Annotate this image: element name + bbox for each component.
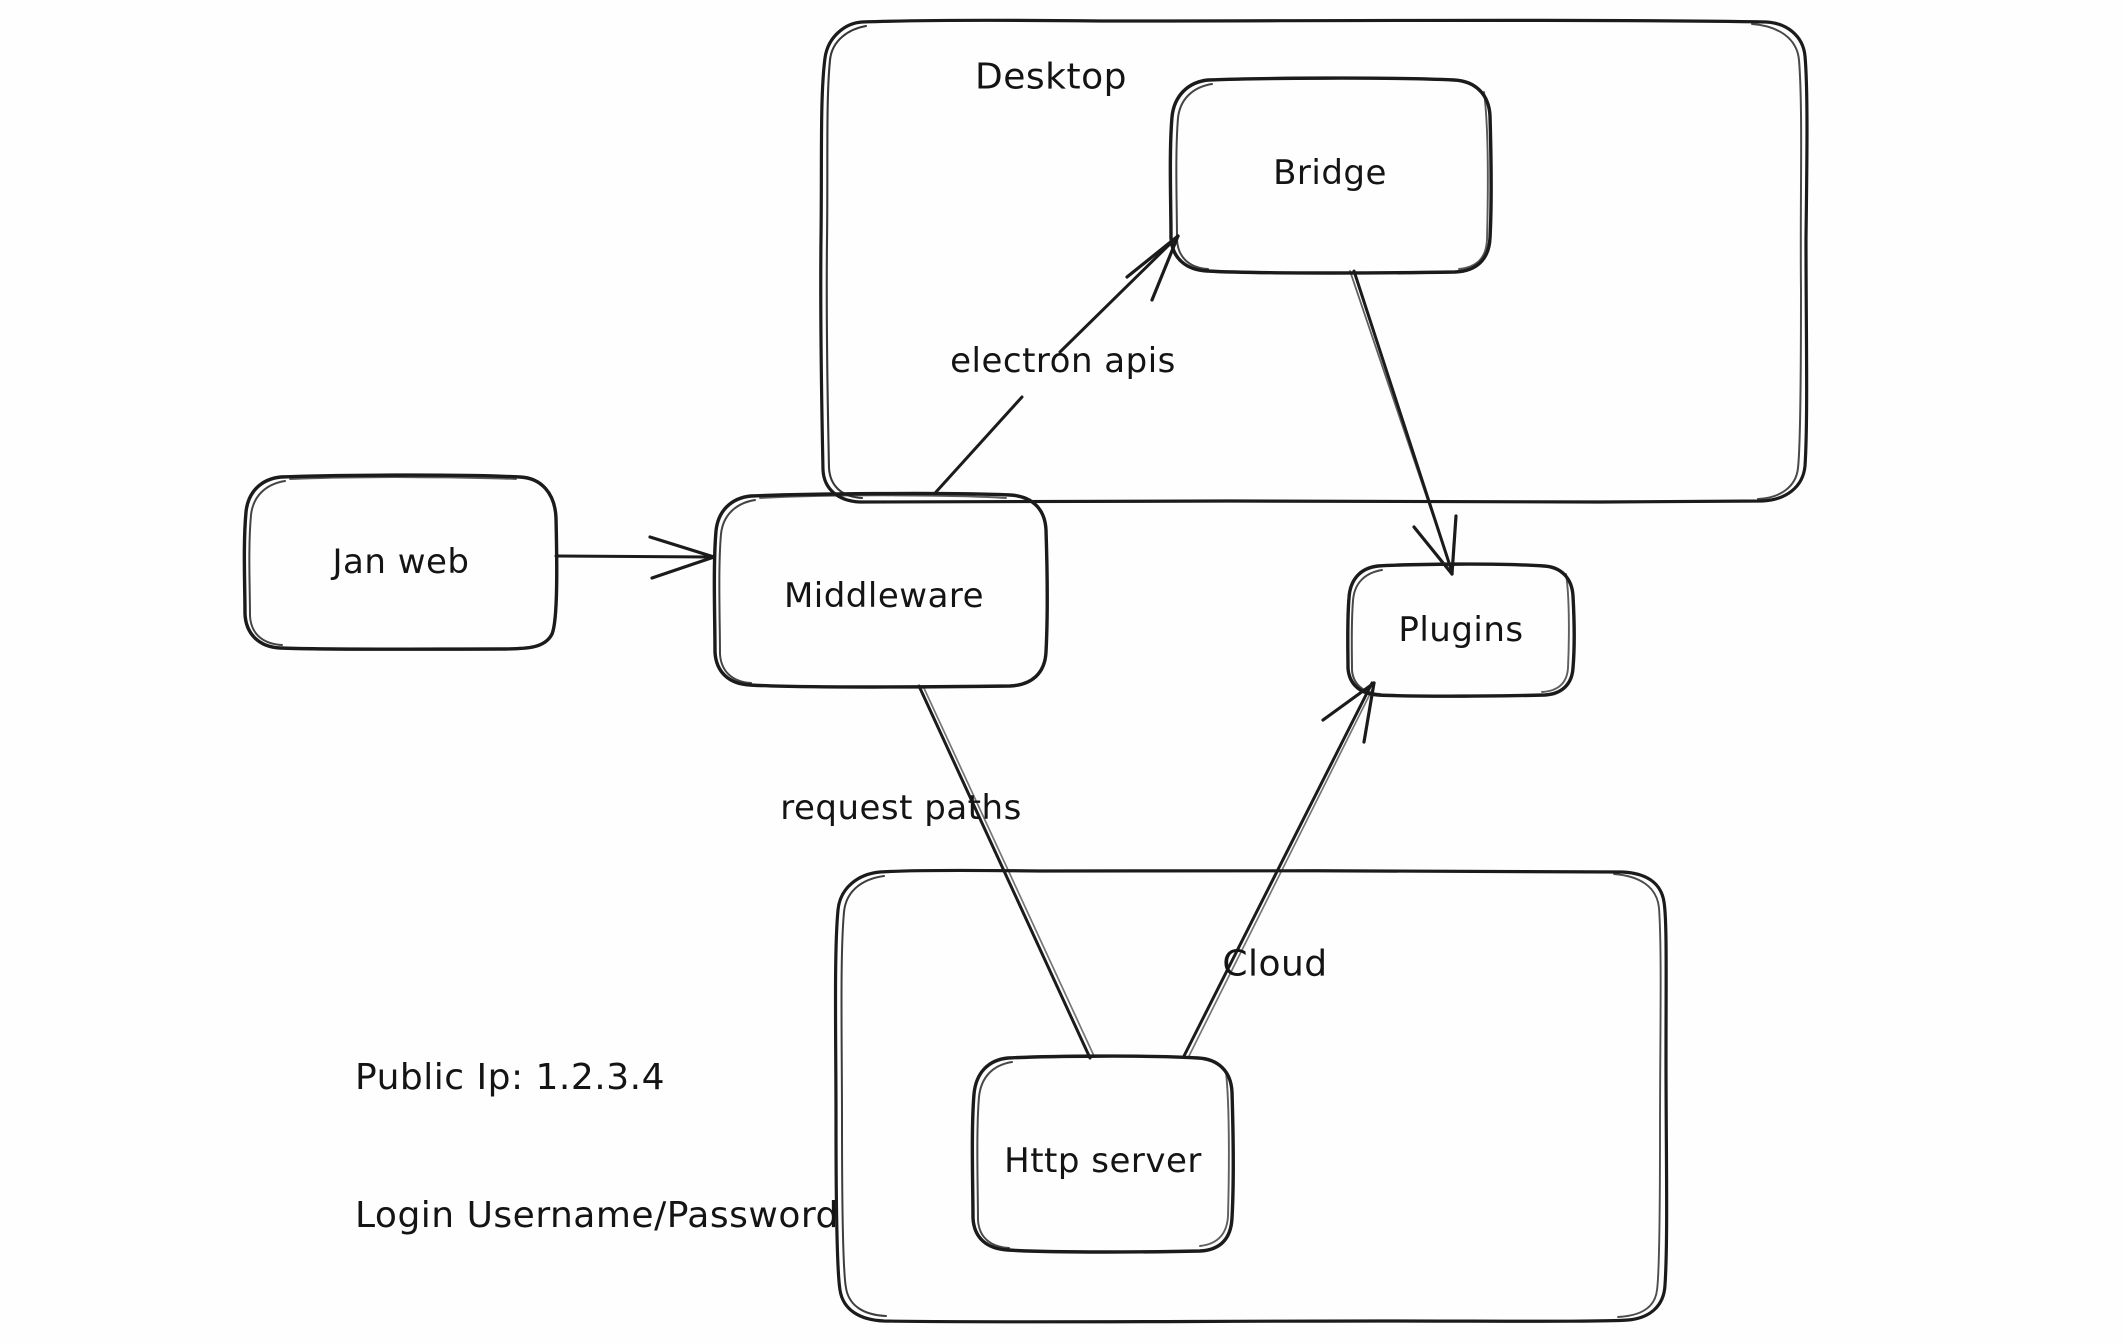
cloud-container-label: Cloud	[1222, 943, 1328, 985]
plugins-node-label: Plugins	[1398, 610, 1524, 650]
desktop-container-label: Desktop	[975, 56, 1127, 98]
middleware-node-label: Middleware	[783, 576, 985, 616]
middleware-box-shape	[712, 491, 1049, 689]
edge-janweb-to-middleware	[554, 535, 716, 580]
jan-web-box-shape	[242, 473, 559, 651]
http-server-box-shape	[970, 1054, 1235, 1254]
edge-middleware-to-bridge	[934, 234, 1180, 494]
edge-label-request-paths: request paths	[780, 788, 1022, 828]
edge-middleware-to-http-server	[917, 684, 1095, 1060]
bridge-box-shape	[1168, 76, 1493, 275]
plugins-box-shape	[1346, 562, 1576, 698]
note-line-public-ip: Public Ip: 1.2.3.4	[355, 1057, 665, 1099]
edge-bridge-to-plugins	[1349, 269, 1458, 576]
jan-web-node-label: Jan web	[332, 542, 470, 582]
desktop-container-shape	[819, 18, 1809, 504]
http-server-node-label: Http server	[1004, 1141, 1202, 1181]
note-line-login: Login Username/Password	[355, 1195, 839, 1237]
cloud-container-shape	[833, 868, 1669, 1324]
edge-label-electron-apis: electron apis	[950, 341, 1176, 381]
bridge-node-label: Bridge	[1273, 153, 1387, 193]
server-credentials-note: Public Ip: 1.2.3.4 Login Username/Passwo…	[355, 963, 839, 1332]
edge-http-server-to-plugins	[1182, 681, 1376, 1059]
